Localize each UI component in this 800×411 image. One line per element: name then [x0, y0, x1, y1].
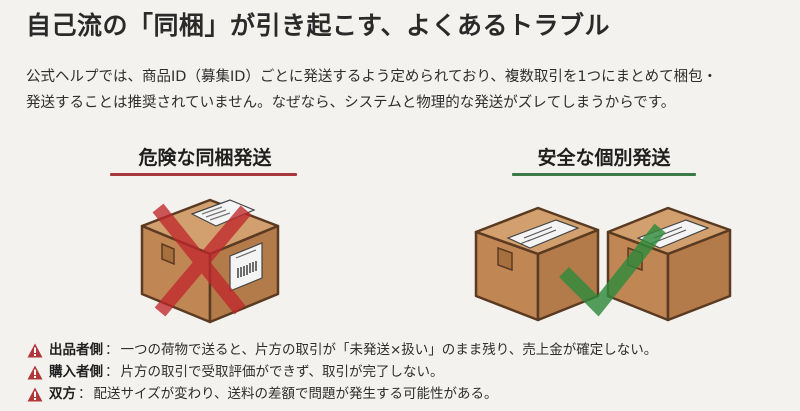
warning-separator: ：	[105, 364, 119, 380]
danger-heading-text: 危険な同梱発送	[138, 147, 272, 169]
danger-underline	[110, 173, 297, 176]
box-with-x-icon	[140, 198, 280, 324]
warning-triangle-icon	[27, 387, 43, 401]
safe-heading: 安全な個別発送	[512, 143, 696, 176]
boxes-with-check-icon	[474, 206, 732, 322]
warning-item: 出品者側 ： 一つの荷物で送ると、片方の取引が「未発送×扱い」のまま残り、売上金…	[27, 339, 657, 361]
danger-heading: 危険な同梱発送	[110, 143, 297, 176]
intro-line-1: 公式ヘルプでは、商品ID（募集ID）ごとに発送するよう定められており、複数取引を…	[26, 69, 718, 85]
warning-item: 購入者側 ： 片方の取引で受取評価ができず、取引が完了しない。	[27, 361, 657, 383]
safe-heading-text: 安全な個別発送	[537, 147, 671, 169]
warning-triangle-icon	[27, 365, 43, 379]
warning-separator: ：	[78, 386, 92, 402]
intro-line-2: 発送することは推奨されていません。なぜなら、システムと物理的な発送がズレてしまう…	[26, 95, 676, 111]
intro-paragraph: 公式ヘルプでは、商品ID（募集ID）ごとに発送するよう定められており、複数取引を…	[26, 64, 786, 116]
warning-item: 双方 ： 配送サイズが変わり、送料の差額で問題が発生する可能性がある。	[27, 383, 657, 405]
warning-separator: ：	[105, 342, 119, 358]
warning-label: 出品者側	[49, 342, 103, 358]
warning-text: 配送サイズが変わり、送料の差額で問題が発生する可能性がある。	[93, 386, 498, 402]
warning-label: 双方	[49, 386, 76, 402]
warning-triangle-icon	[27, 343, 43, 357]
page-title: 自己流の「同梱」が引き起こす、よくあるトラブル	[26, 11, 611, 40]
warning-text: 片方の取引で受取評価ができず、取引が完了しない。	[120, 364, 444, 380]
warning-label: 購入者側	[49, 364, 103, 380]
safe-underline	[512, 173, 696, 176]
warning-text: 一つの荷物で送ると、片方の取引が「未発送×扱い」のまま残り、売上金が確定しない。	[120, 342, 658, 358]
warning-list: 出品者側 ： 一つの荷物で送ると、片方の取引が「未発送×扱い」のまま残り、売上金…	[27, 339, 657, 405]
bundled-box-illustration	[130, 188, 300, 328]
separate-boxes-illustration	[468, 190, 736, 325]
